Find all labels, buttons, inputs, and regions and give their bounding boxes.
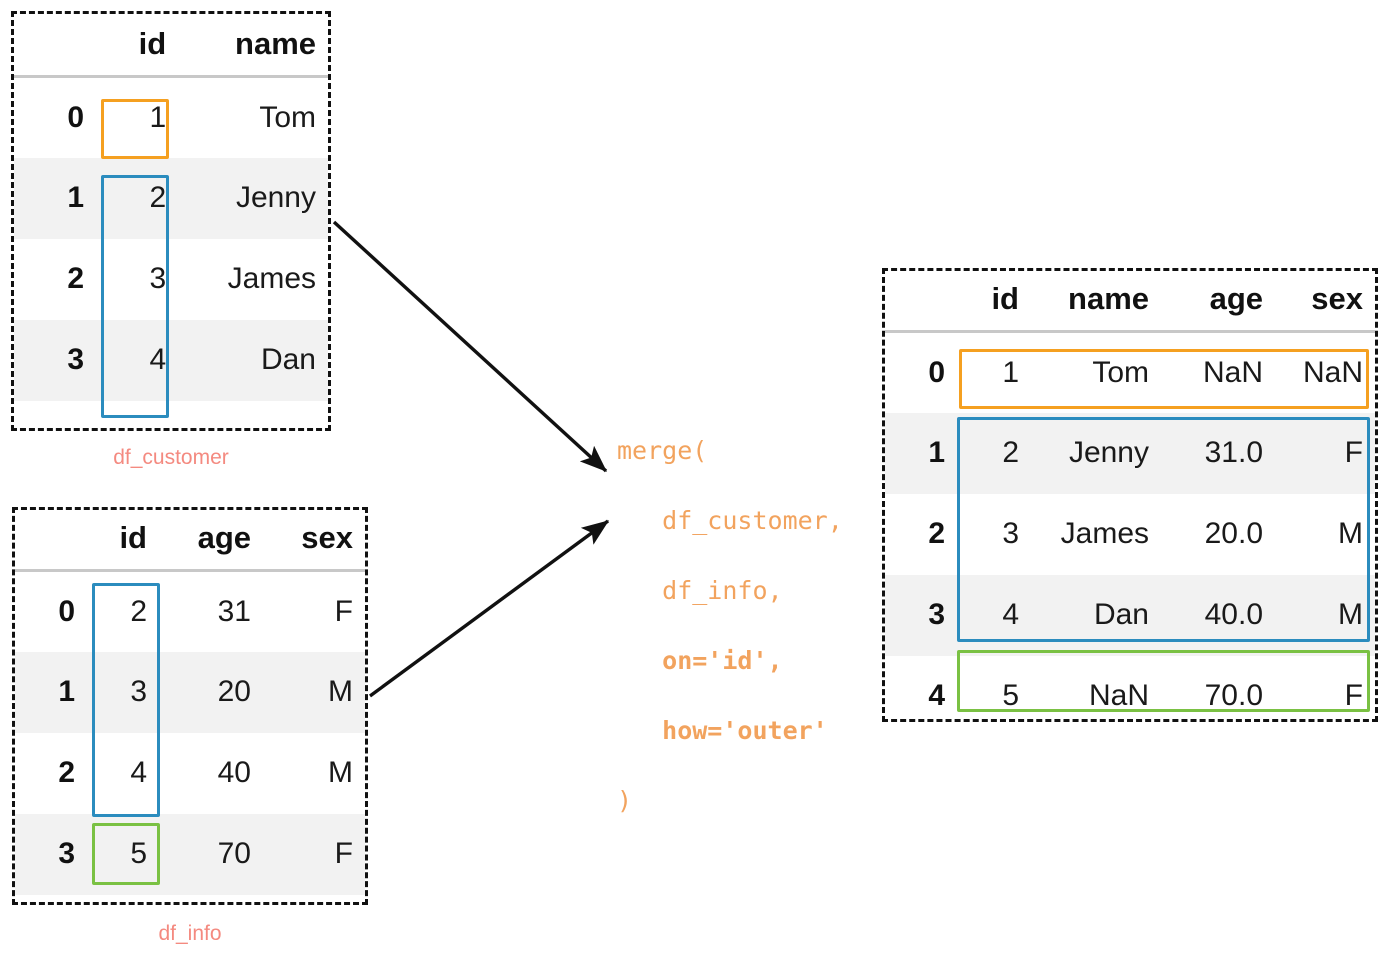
cell-age: 70 <box>217 837 251 870</box>
cell-sex: F <box>334 594 353 628</box>
row-index: 0 <box>928 355 945 389</box>
cell-id: 4 <box>1002 598 1019 631</box>
column-header-index <box>885 283 957 333</box>
row-index: 2 <box>67 262 85 295</box>
cell-age: 20 <box>217 675 251 708</box>
cell-sex: M <box>328 675 353 708</box>
df-customer-table: id name 0 1 Tom 1 2 Jenny 2 3 James 3 <box>14 28 328 401</box>
table-row: 3 5 70 F <box>15 813 365 895</box>
cell-age: 31.0 <box>1204 436 1263 469</box>
cell-id: 3 <box>130 675 147 708</box>
column-header-index <box>15 522 87 572</box>
table-row: 3 4 Dan <box>14 319 328 401</box>
column-header-id: id <box>87 522 159 572</box>
cell-sex: F <box>1344 679 1363 712</box>
column-header-sex: sex <box>263 522 365 572</box>
cell-sex: M <box>1338 598 1363 631</box>
table-row: 0 1 Tom <box>14 77 328 158</box>
row-index: 3 <box>67 343 85 376</box>
row-index: 4 <box>928 679 945 712</box>
code-line-close-paren: ) <box>617 786 633 815</box>
result-table: id name age sex 0 1 Tom NaN NaN 1 2 Jenn… <box>885 283 1375 737</box>
table-row: 2 3 James <box>14 239 328 320</box>
cell-id: 3 <box>1002 517 1019 550</box>
result-frame: id name age sex 0 1 Tom NaN NaN 1 2 Jenn… <box>882 268 1378 722</box>
code-line-merge-open: merge( <box>617 436 708 465</box>
cell-age: 40.0 <box>1204 598 1263 631</box>
df-customer-caption: df_customer <box>113 446 229 469</box>
cell-id: 4 <box>149 343 167 376</box>
row-index: 0 <box>58 594 75 628</box>
column-header-age: age <box>1161 283 1275 333</box>
cell-sex: M <box>1338 517 1363 550</box>
cell-age: NaN <box>1202 355 1263 389</box>
cell-name: Jenny <box>1068 436 1149 469</box>
row-index: 2 <box>928 517 945 550</box>
row-index: 1 <box>67 181 85 214</box>
cell-sex: M <box>328 756 353 789</box>
column-header-name: name <box>1031 283 1161 333</box>
cell-id: 3 <box>149 262 167 295</box>
cell-age: 40 <box>217 756 251 789</box>
cell-sex: NaN <box>1302 355 1363 389</box>
code-line-df-customer: df_customer, <box>617 506 843 535</box>
column-header-name: name <box>178 28 328 78</box>
table-row: 1 2 Jenny 31.0 F <box>885 412 1375 494</box>
table-header-row: id age sex <box>15 522 365 572</box>
cell-sex: F <box>334 837 353 870</box>
cell-name: James <box>227 262 316 295</box>
cell-age: 20.0 <box>1204 517 1263 550</box>
merge-code-block: merge( df_customer, df_info, on='id', ho… <box>617 398 843 853</box>
table-header-row: id name <box>14 28 328 78</box>
code-line-how-outer: how='outer' <box>617 716 828 745</box>
table-row: 0 1 Tom NaN NaN <box>885 332 1375 413</box>
arrow-customer-to-merge <box>332 220 608 473</box>
table-row: 2 3 James 20.0 M <box>885 494 1375 575</box>
cell-id: 2 <box>149 181 167 214</box>
column-header-id: id <box>957 283 1031 333</box>
df-info-caption: df_info <box>158 922 222 945</box>
cell-sex: F <box>1344 436 1363 469</box>
cell-name: James <box>1060 517 1149 550</box>
row-index: 3 <box>928 598 945 631</box>
column-header-index <box>14 28 97 78</box>
cell-age: 31 <box>217 594 251 628</box>
cell-name: Jenny <box>235 181 316 214</box>
cell-id: 1 <box>149 100 167 134</box>
cell-id: 5 <box>130 837 147 870</box>
row-index: 1 <box>58 675 75 708</box>
table-row: 1 3 20 M <box>15 651 365 733</box>
df-info-frame: id age sex 0 2 31 F 1 3 20 M 2 4 40 <box>12 507 368 905</box>
cell-age: 70.0 <box>1204 679 1263 712</box>
cell-id: 2 <box>130 594 147 628</box>
cell-name: Tom <box>259 100 316 134</box>
row-index: 1 <box>928 436 945 469</box>
code-line-on-id: on='id', <box>617 646 783 675</box>
cell-name: Dan <box>260 343 316 376</box>
table-header-row: id name age sex <box>885 283 1375 333</box>
column-header-sex: sex <box>1275 283 1375 333</box>
cell-name: NaN <box>1088 679 1149 712</box>
table-row: 3 4 Dan 40.0 M <box>885 574 1375 656</box>
table-row: 4 5 NaN 70.0 F <box>885 656 1375 737</box>
row-index: 3 <box>58 837 75 870</box>
table-row: 2 4 40 M <box>15 733 365 814</box>
cell-id: 5 <box>1002 679 1019 712</box>
cell-id: 1 <box>1002 355 1019 389</box>
row-index: 0 <box>67 100 85 134</box>
column-header-age: age <box>159 522 263 572</box>
row-index: 2 <box>58 756 75 789</box>
cell-name: Tom <box>1092 355 1149 389</box>
cell-id: 2 <box>1002 436 1019 469</box>
table-row: 1 2 Jenny <box>14 157 328 239</box>
column-header-id: id <box>96 28 179 78</box>
cell-name: Dan <box>1093 598 1149 631</box>
cell-id: 4 <box>130 756 147 789</box>
code-line-df-info: df_info, <box>617 576 783 605</box>
df-info-table: id age sex 0 2 31 F 1 3 20 M 2 4 40 <box>15 522 365 895</box>
table-row: 0 2 31 F <box>15 571 365 652</box>
df-customer-frame: id name 0 1 Tom 1 2 Jenny 2 3 James 3 <box>11 11 331 431</box>
arrow-info-to-merge <box>368 519 610 698</box>
